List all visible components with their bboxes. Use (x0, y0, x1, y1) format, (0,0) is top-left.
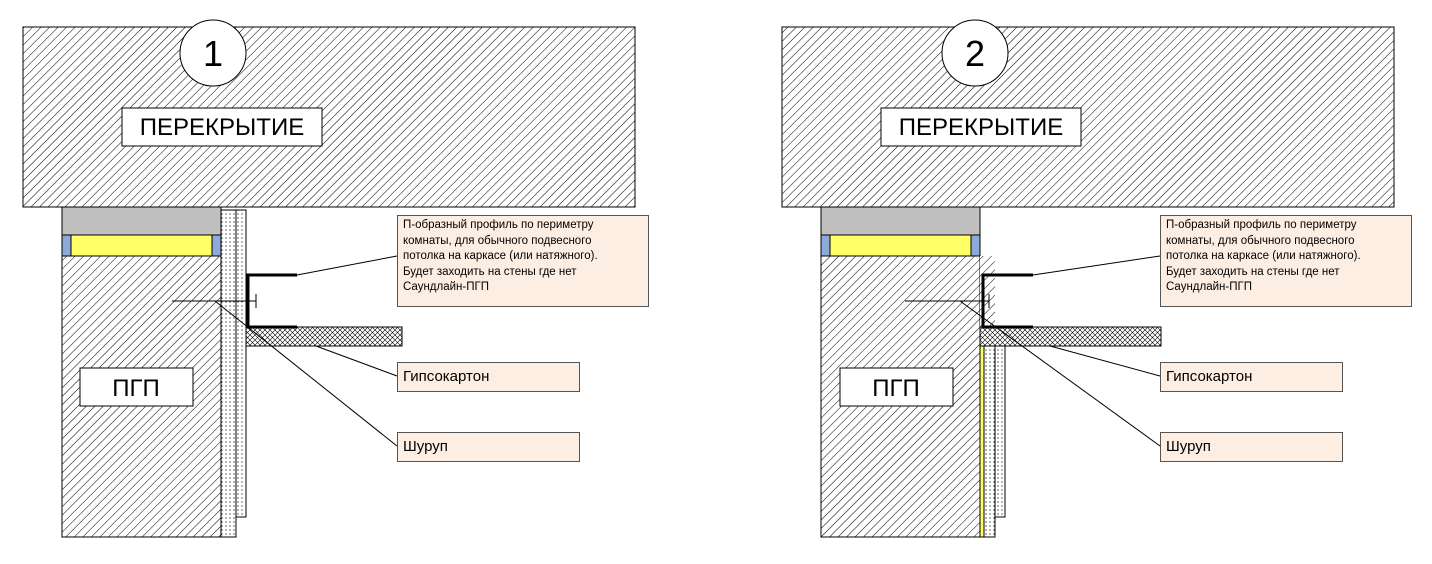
callout-profile-2-line-3: потолка на каркасе (или натяжного). (1166, 250, 1361, 262)
callout-screw-1: Шуруп (397, 432, 580, 462)
wall-label-2: ПГП (872, 375, 920, 402)
slab-label-1: ПЕРЕКРЫТИЕ (140, 114, 304, 141)
callout-profile-1-line-4: Будет заходить на стены где нет (403, 265, 577, 278)
panel-layer-1 (220, 209, 237, 538)
leader-drywall-2 (1049, 345, 1161, 377)
drywall-ceiling-2 (979, 326, 1162, 347)
drywall-ceiling-1 (245, 326, 403, 347)
number-badge-2 (941, 19, 1009, 87)
callout-profile-2-line-2: комнаты, для обычного подвесного (1166, 234, 1355, 247)
slab-label-2: ПЕРЕКРЫТИЕ (899, 114, 1063, 141)
callout-profile-2-line-4: Будет заходить на стены где нет (1166, 265, 1340, 278)
callout-drywall-1: Гипсокартон (397, 362, 580, 392)
slab-2 (781, 26, 1395, 208)
callout-profile-2: П-образный профиль по периметру комнаты,… (1160, 215, 1412, 307)
leader-profile-1 (296, 255, 398, 276)
wall-label-box-2 (839, 367, 954, 407)
callout-profile-2-line-5: Саундлайн-ПГП (1166, 281, 1252, 293)
leader-screw-2 (959, 300, 1161, 447)
number-1: 1 (203, 33, 223, 74)
seal-blue-right-1 (211, 234, 222, 257)
seal-blue-left-1 (61, 234, 72, 257)
diagram-1: 1 ПЕРЕКРЫТИЕ ПГП (22, 19, 636, 538)
panel-layer-2 (235, 209, 247, 518)
number-2: 2 (965, 33, 985, 74)
leader-drywall-1 (315, 345, 398, 377)
callout-profile-2-line-1: П-образный профиль по периметру (1166, 219, 1357, 231)
wall-label-box-1 (79, 367, 194, 407)
callout-profile-1-line-3: потолка на каркасе (или натяжного). (403, 250, 598, 262)
slab-label-box-1 (121, 107, 323, 147)
callout-profile-1-line-2: комнаты, для обычного подвесного (403, 234, 592, 247)
callout-profile-1: П-образный профиль по периметру комнаты,… (397, 215, 649, 307)
leader-screw-1 (214, 300, 398, 447)
gasket-gray-2 (820, 206, 981, 236)
callout-profile-1-line-5: Саундлайн-ПГП (403, 281, 489, 293)
leader-profile-2 (1032, 255, 1161, 276)
callout-drywall-2: Гипсокартон (1160, 362, 1343, 392)
callout-screw-2: Шуруп (1160, 432, 1343, 462)
seal-blue-left-2 (820, 234, 831, 257)
gasket-gray-1 (61, 206, 222, 236)
callout-profile-1-line-1: П-образный профиль по периметру (403, 219, 594, 231)
slab-label-box-2 (880, 107, 1082, 147)
insulation-yellow-2 (829, 234, 972, 257)
panel-layer-c-2 (994, 345, 1006, 518)
seal-blue-right-2 (970, 234, 981, 257)
diagram-2: 2 ПЕРЕКРЫТИЕ ПГП (781, 19, 1395, 538)
panel-layer-b-2 (983, 345, 996, 538)
slab-1 (22, 26, 636, 208)
insulation-yellow-1 (70, 234, 213, 257)
number-badge-1 (179, 19, 247, 87)
wall-label-1: ПГП (112, 375, 160, 402)
panel-layer-a-2 (979, 345, 985, 538)
